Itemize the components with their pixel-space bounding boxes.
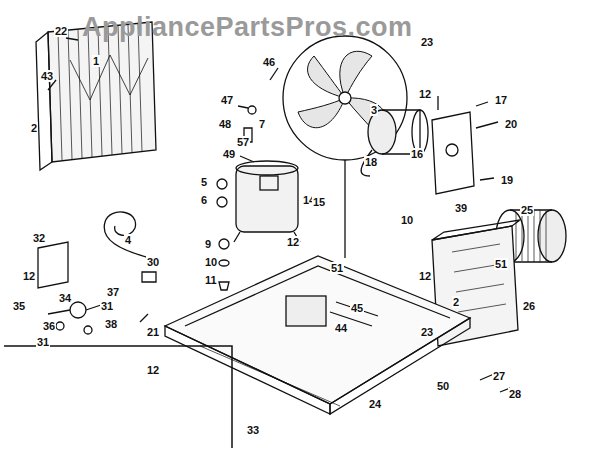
callout-number: 25: [520, 204, 534, 216]
callout-number: 2: [30, 122, 38, 134]
callout-number: 5: [200, 176, 208, 188]
callout-number: 3: [370, 104, 378, 116]
callout-number: 22: [54, 25, 68, 37]
callout-number: 10: [400, 214, 414, 226]
callout-number: 16: [410, 148, 424, 160]
callout-number: 15: [312, 196, 326, 208]
callout-number: 51: [494, 258, 508, 270]
callout-number: 34: [58, 292, 72, 304]
callout-number: 1: [92, 55, 100, 67]
callout-number: 4: [124, 234, 132, 246]
callout-number: 11: [204, 274, 218, 286]
callout-number: 12: [418, 88, 432, 100]
callout-number: 44: [334, 322, 348, 334]
callout-number: 27: [492, 370, 506, 382]
callout-number: 49: [222, 148, 236, 160]
watermark: AppliancePartsPros.com: [82, 12, 413, 43]
callout-number: 38: [104, 318, 118, 330]
callout-number: 24: [368, 398, 382, 410]
callout-number: 9: [204, 238, 212, 250]
callout-number: 26: [522, 300, 536, 312]
callout-number: 7: [258, 118, 266, 130]
callout-number: 12: [286, 236, 300, 248]
callout-number: 21: [146, 326, 160, 338]
callout-number: 12: [146, 364, 160, 376]
callout-number: 47: [220, 94, 234, 106]
callout-number: 31: [36, 336, 50, 348]
callout-number: 28: [508, 388, 522, 400]
callout-number: 18: [364, 156, 378, 168]
callout-number: 50: [436, 380, 450, 392]
callout-number: 31: [100, 300, 114, 312]
callout-number: 57: [236, 136, 250, 148]
callout-number: 2: [452, 296, 460, 308]
callout-number: 20: [504, 118, 518, 130]
callout-number: 32: [32, 232, 46, 244]
callout-number: 23: [420, 326, 434, 338]
callout-number: 6: [200, 194, 208, 206]
callout-number: 39: [454, 202, 468, 214]
callout-number: 19: [500, 174, 514, 186]
callout-number: 12: [22, 270, 36, 282]
callout-number: 45: [350, 302, 364, 314]
callout-number: 23: [420, 36, 434, 48]
callout-number: 33: [246, 424, 260, 436]
callout-number: 46: [262, 56, 276, 68]
callout-number: 48: [218, 118, 232, 130]
callout-number: 36: [42, 320, 56, 332]
callout-number: 10: [204, 256, 218, 268]
callout-number: 17: [494, 94, 508, 106]
callout-number: 37: [106, 286, 120, 298]
callout-number: 51: [330, 262, 344, 274]
callout-number: 30: [146, 256, 160, 268]
callout-number: 43: [40, 70, 54, 82]
callout-number: 35: [12, 300, 26, 312]
callout-number: 12: [418, 270, 432, 282]
